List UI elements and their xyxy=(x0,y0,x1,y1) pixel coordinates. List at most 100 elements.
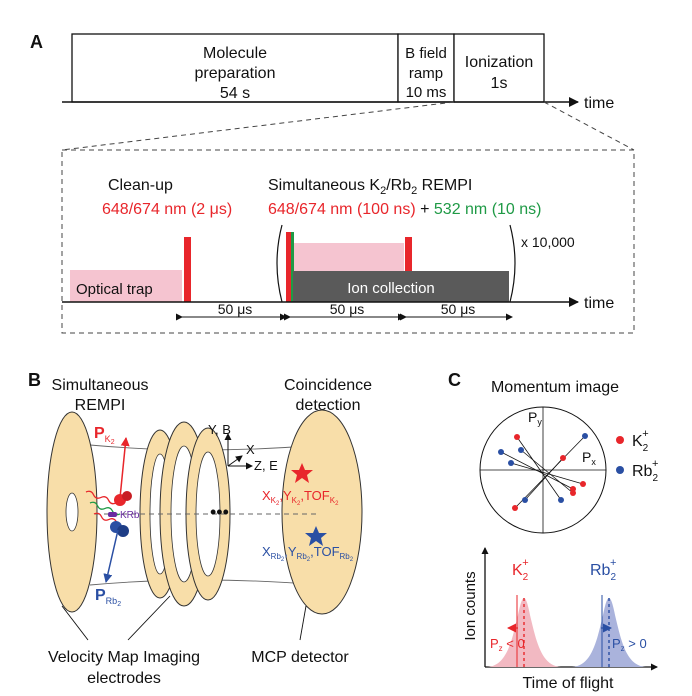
timeline-ramp-l3: 10 ms xyxy=(406,84,447,101)
momentum-point xyxy=(522,497,528,503)
momentum-point xyxy=(498,449,504,455)
momentum-title: Momentum image xyxy=(491,379,619,396)
rb2-peak-label: Rb2+ xyxy=(590,557,616,583)
cleanup-pulse xyxy=(184,237,191,302)
timeline-ramp-l1: B field xyxy=(405,45,447,62)
rb2-tof-peak xyxy=(572,598,646,667)
k2-coords-label: XK2,YK2,TOFK2 xyxy=(262,488,339,507)
interval-label-3: 50 μs xyxy=(441,301,476,317)
interval-label-1: 50 μs xyxy=(218,301,253,317)
vmi-leader-1 xyxy=(61,605,89,641)
krb-molecule xyxy=(108,512,117,517)
timeline-box-ionization xyxy=(453,33,545,103)
rb2-legend-dot xyxy=(616,466,624,474)
mcp-label: MCP detector xyxy=(251,649,349,666)
momentum-point xyxy=(560,455,566,461)
k2-molecule-atom xyxy=(122,491,132,501)
timeline-time-label: time xyxy=(584,95,614,112)
momentum-pair-line xyxy=(520,449,574,494)
break-left xyxy=(276,224,283,303)
timeline-ramp-l2: ramp xyxy=(409,65,443,82)
ion-collection-label: Ion collection xyxy=(347,280,435,297)
repeat-label: x 10,000 xyxy=(521,234,575,250)
axis-z-label: Z, E xyxy=(254,458,278,473)
axis-x-label: X xyxy=(246,442,255,457)
p-rb2-label: PRb2 xyxy=(95,587,121,608)
rempi-green-pulse xyxy=(291,232,294,302)
k2-legend-label: K2+ xyxy=(632,428,649,454)
panel-a: A Molecule preparation 54 s B field ramp… xyxy=(30,32,635,334)
momentum-pair-line xyxy=(510,462,584,485)
momentum-point xyxy=(580,481,586,487)
timeline-box-ramp xyxy=(397,33,455,103)
rempi-wavelengths: 648/674 nm (100 ns) + 532 nm (10 ns) xyxy=(268,201,542,218)
panel-a-label: A xyxy=(30,32,43,52)
cleanup-wavelength: 648/674 nm (2 μs) xyxy=(102,201,232,218)
momentum-point xyxy=(558,497,564,503)
cleanup-pulse-2 xyxy=(405,237,412,302)
tof-xlabel: Time of flight xyxy=(523,675,615,692)
mcp-leader xyxy=(299,605,307,641)
rempi-title-1: Simultaneous xyxy=(52,377,149,394)
momentum-point xyxy=(514,434,520,440)
momentum-pair-line xyxy=(500,451,574,490)
momentum-point xyxy=(582,433,588,439)
timeline-prep-l1: Molecule xyxy=(203,45,267,62)
rempi-label: Simultaneous K2/Rb2 REMPI xyxy=(268,177,472,197)
laser-red-1 xyxy=(85,490,117,505)
vmi-label-1: Velocity Map Imaging xyxy=(48,649,200,666)
k2-legend-dot xyxy=(616,436,624,444)
momentum-point xyxy=(570,486,576,492)
p-k2-label: PK2 xyxy=(94,425,115,446)
momentum-pair-line xyxy=(516,436,562,501)
px-label: Px xyxy=(582,449,596,467)
momentum-pairs xyxy=(498,433,588,511)
coinc-title-2: detection xyxy=(296,397,361,414)
k2-peak-label: K2+ xyxy=(512,557,529,583)
timeline-prep-l3: 54 s xyxy=(220,85,250,102)
zoom-line-left xyxy=(61,101,455,151)
krb-label: KRb xyxy=(120,510,140,521)
k2-hit-star xyxy=(291,463,313,483)
mcp-detector-plate xyxy=(281,409,363,615)
momentum-point xyxy=(508,460,514,466)
zoom-time-label: time xyxy=(584,295,614,312)
axis-y-label: Y, B xyxy=(208,422,231,437)
panel-b-label: B xyxy=(28,370,41,390)
panel-c-label: C xyxy=(448,370,461,390)
break-right xyxy=(509,224,516,303)
ellipsis-dots: ••• xyxy=(210,502,229,522)
optical-trap-label: Optical trap xyxy=(76,281,153,298)
rb2-coords-label: XRb2,YRb2,TOFRb2 xyxy=(262,544,354,563)
vmi-label-2: electrodes xyxy=(87,670,161,687)
rempi-red-pulse xyxy=(286,232,291,302)
momentum-point xyxy=(518,447,524,453)
vmi-leader-2 xyxy=(127,595,171,641)
timeline-box-preparation xyxy=(71,33,399,103)
rb2-hit-star xyxy=(305,526,327,546)
pz-neg-label: Pz < 0 xyxy=(490,636,525,653)
ion-collection-bar xyxy=(293,271,509,302)
tof-ylabel: Ion counts xyxy=(462,571,479,640)
timeline-ion-l2: 1s xyxy=(491,75,508,92)
py-label: Py xyxy=(528,409,542,427)
rempi-title-2: REMPI xyxy=(75,397,126,414)
interval-label-2: 50 μs xyxy=(330,301,365,317)
panel-b: B Simultaneous REMPI Coincidence detecti… xyxy=(28,370,372,687)
coinc-title-1: Coincidence xyxy=(284,377,372,394)
rb2-legend-label: Rb2+ xyxy=(632,458,658,484)
axis-x-arrow xyxy=(227,455,243,467)
p-rb2-arrow xyxy=(103,529,119,583)
p-k2-arrow xyxy=(119,437,130,499)
timeline-ion-l1: Ionization xyxy=(465,54,534,71)
momentum-point xyxy=(512,505,518,511)
k2-tof-peak xyxy=(487,598,561,667)
electrode-hole-1 xyxy=(65,492,79,532)
cleanup-label: Clean-up xyxy=(108,177,173,194)
zoom-line-right xyxy=(543,101,635,151)
panel-c: C Momentum image Py Px K2+ Rb2+ Ion coun… xyxy=(448,370,658,692)
timeline-prep-l2: preparation xyxy=(195,65,276,82)
rb2-molecule-atom xyxy=(117,525,129,537)
laser-red-2 xyxy=(93,512,118,523)
